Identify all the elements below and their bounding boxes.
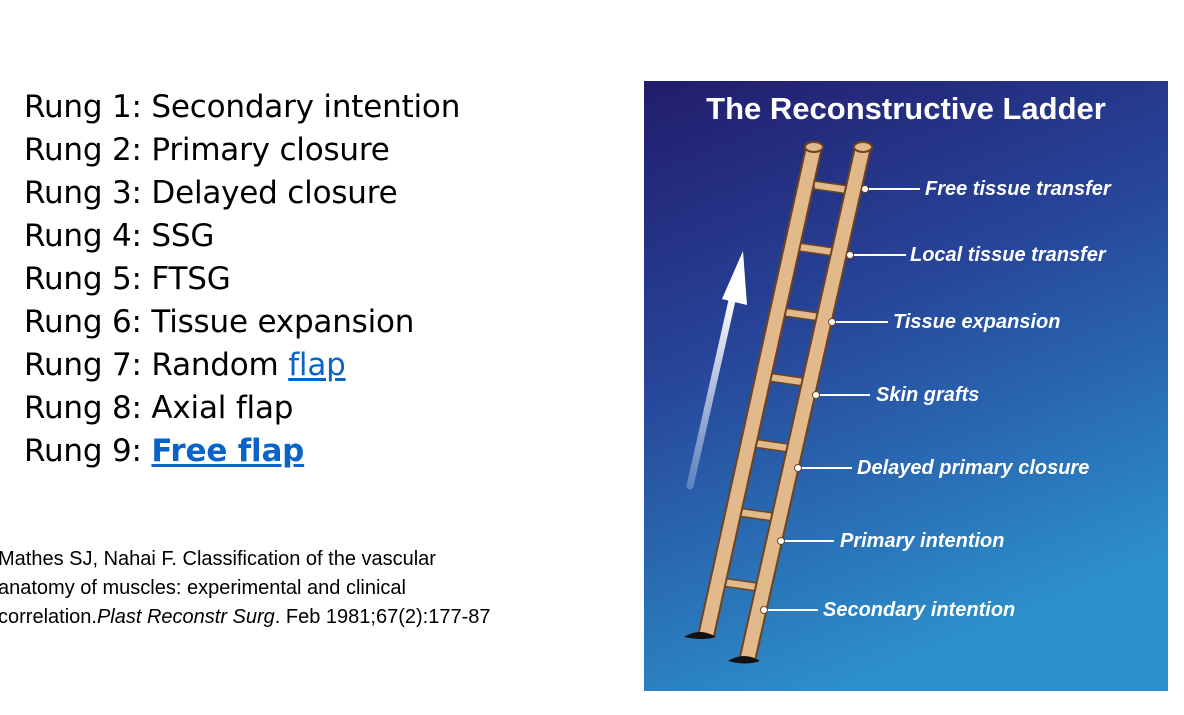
up-arrow-icon bbox=[686, 251, 747, 490]
label-secondary-intention: Secondary intention bbox=[823, 599, 1016, 621]
citation-line-2: anatomy of muscles: experimental and cli… bbox=[0, 577, 406, 599]
citation-line-1: Mathes SJ, Nahai F. Classification of th… bbox=[0, 548, 436, 570]
label-free-tissue-transfer: Free tissue transfer bbox=[925, 178, 1111, 200]
rung-item-7: Rung 7: Random flap bbox=[24, 347, 346, 383]
label-primary-intention: Primary intention bbox=[840, 530, 1005, 552]
rung-item-3: Rung 3: Delayed closure bbox=[24, 175, 398, 211]
rung-item-6: Rung 6: Tissue expansion bbox=[24, 304, 415, 340]
flap-link[interactable]: flap bbox=[288, 347, 346, 383]
citation-line-3: correlation.Plast Reconstr Surg. Feb 198… bbox=[0, 606, 491, 628]
ladder bbox=[684, 141, 873, 664]
rung-text: Delayed closure bbox=[151, 175, 398, 211]
rung-item-1: Rung 1: Secondary intention bbox=[24, 89, 461, 125]
rung-text: FTSG bbox=[151, 261, 231, 297]
diagram-title: The Reconstructive Ladder bbox=[706, 91, 1106, 126]
rung-text: SSG bbox=[151, 218, 215, 254]
ladder-illustration bbox=[644, 81, 1168, 691]
rung-item-9: Rung 9: Free flap bbox=[24, 433, 305, 469]
free-flap-link[interactable]: Free flap bbox=[151, 433, 305, 469]
journal-name: Plast Reconstr Surg bbox=[96, 606, 275, 628]
panel-background bbox=[644, 81, 1168, 691]
rung-list: Rung 1: Secondary intention Rung 2: Prim… bbox=[24, 86, 460, 473]
label-skin-grafts: Skin grafts bbox=[876, 384, 980, 406]
rung-text: Secondary intention bbox=[151, 89, 461, 125]
reconstructive-ladder-diagram: The Reconstructive Ladder Free tissue tr… bbox=[644, 81, 1168, 691]
label-connectors bbox=[760, 185, 920, 614]
rung-item-4: Rung 4: SSG bbox=[24, 218, 215, 254]
citation: Mathes SJ, Nahai F. Classification of th… bbox=[0, 545, 491, 632]
rung-item-2: Rung 2: Primary closure bbox=[24, 132, 390, 168]
rung-text: Primary closure bbox=[151, 132, 390, 168]
label-tissue-expansion: Tissue expansion bbox=[893, 311, 1061, 333]
ladder-feet bbox=[684, 632, 760, 664]
rung-text: Axial flap bbox=[151, 390, 294, 426]
rung-item-5: Rung 5: FTSG bbox=[24, 261, 231, 297]
label-local-tissue-transfer: Local tissue transfer bbox=[910, 244, 1106, 266]
rung-text: Tissue expansion bbox=[151, 304, 415, 340]
label-delayed-primary-closure: Delayed primary closure bbox=[857, 457, 1090, 479]
rung-item-8: Rung 8: Axial flap bbox=[24, 390, 294, 426]
rung-text: Random bbox=[151, 347, 289, 383]
